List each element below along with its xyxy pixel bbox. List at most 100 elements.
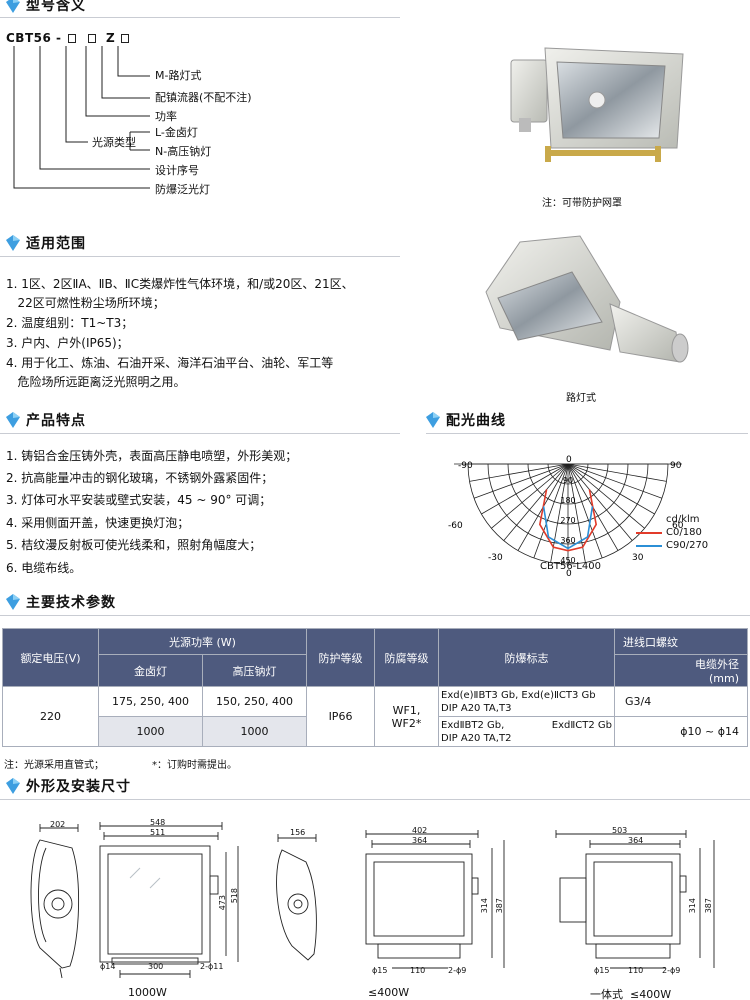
caption-flood: 注：可带防护网罩 bbox=[542, 198, 622, 209]
drawing-caption: 一体式 ≤400W bbox=[590, 988, 672, 1000]
section-curve-header: 配光曲线 bbox=[426, 409, 506, 431]
label-explosion: 防爆泛光灯 bbox=[155, 183, 210, 196]
dim-label: 503 bbox=[612, 826, 628, 835]
scope-item: 1. 1区、2区ⅡA、ⅡB、ⅡC类爆炸性气体环境，和/或20区、21区、 bbox=[6, 277, 354, 291]
polar-spoke bbox=[473, 463, 569, 499]
feature-item: 3. 灯体可水平安装或壁式安装，45 ~ 90° 可调； bbox=[6, 493, 272, 507]
section-dimensions-header: 外形及安装尺寸 bbox=[6, 775, 131, 797]
gem-icon bbox=[6, 412, 20, 428]
th-voltage: 额定电压(V) bbox=[2, 628, 99, 687]
dim-label: 387 bbox=[495, 898, 504, 914]
polar-spoke bbox=[567, 463, 655, 515]
model-prefix: CBT56 - bbox=[6, 31, 62, 45]
model-tree-lines bbox=[13, 46, 150, 189]
code-box bbox=[68, 34, 77, 43]
polar-angle-label: -90 bbox=[458, 461, 473, 471]
dim-label: 364 bbox=[412, 836, 428, 845]
feature-item: 6. 电缆布线。 bbox=[6, 561, 82, 575]
feature-item: 1. 铸铝合金压铸外壳，表面高压静电喷塑，外形美观； bbox=[6, 449, 298, 463]
gem-icon bbox=[6, 0, 20, 13]
section-title: 产品特点 bbox=[26, 413, 86, 429]
legend-swatch bbox=[636, 531, 662, 534]
street-light-image bbox=[485, 235, 689, 363]
spec-table: 额定电压(V) 光源功率 (W) 防护等级 防腐等级 防爆标志 进线口螺纹 金卤… bbox=[2, 628, 748, 747]
cell-sodium-top: 150, 250, 400 bbox=[202, 686, 307, 717]
gem-icon bbox=[6, 235, 20, 251]
dim-label: 202 bbox=[50, 820, 66, 829]
label-m: M-路灯式 bbox=[155, 69, 202, 82]
divider bbox=[0, 433, 400, 434]
polar-series-0 bbox=[538, 489, 598, 552]
section-title: 适用范围 bbox=[26, 236, 86, 252]
polar-angle-label: 0 bbox=[566, 569, 572, 577]
dim-label: 402 bbox=[412, 826, 428, 835]
th-cable: 电缆外径 (mm) bbox=[614, 654, 748, 687]
dim-label: 364 bbox=[628, 836, 644, 845]
corrosion-1: WF1, bbox=[392, 703, 421, 717]
dim-label: ϕ15 bbox=[594, 966, 610, 975]
polar-spoke bbox=[469, 463, 569, 482]
polar-series-1 bbox=[542, 506, 594, 550]
gem-icon bbox=[6, 594, 20, 610]
drawing-front-400w bbox=[365, 830, 505, 969]
polar-spoke bbox=[491, 463, 569, 529]
polar-angle-label: 30 bbox=[632, 553, 644, 563]
dim-label: 511 bbox=[150, 828, 166, 837]
feature-item: 2. 抗高能量冲击的钢化玻璃，不锈钢外露紧固件； bbox=[6, 471, 274, 485]
th-power: 光源功率 (W) bbox=[98, 628, 307, 655]
label-power: 功率 bbox=[155, 110, 177, 123]
dim-label: 387 bbox=[704, 898, 713, 914]
th-sodium: 高压钠灯 bbox=[202, 654, 307, 687]
label-source-type: 光源类型 bbox=[92, 136, 136, 149]
ex-line: DIP A20 TA,T2 bbox=[441, 732, 512, 744]
section-title: 主要技术参数 bbox=[26, 595, 116, 611]
drawing-front-1000w bbox=[99, 822, 239, 978]
cell-metal-top: 175, 250, 400 bbox=[98, 686, 203, 717]
label-n: N-高压钠灯 bbox=[155, 145, 212, 158]
gem-icon bbox=[426, 412, 440, 428]
label-l: L-金卤灯 bbox=[155, 126, 198, 139]
cell-thread: G3/4 bbox=[614, 686, 748, 717]
dim-label: 473 bbox=[218, 895, 227, 911]
dim-label: 518 bbox=[230, 888, 239, 904]
polar-spoke bbox=[567, 463, 663, 499]
dim-label: 300 bbox=[148, 962, 164, 971]
dim-label: 156 bbox=[290, 828, 306, 837]
cell-ex-top: Exd(e)ⅡBT3 Gb, Exd(e)ⅡCT3 Gb DIP A20 TA,… bbox=[438, 686, 615, 717]
ex-line-row: ExdⅡBT2 Gb, ExdⅡCT2 Gb bbox=[441, 719, 612, 732]
cell-corrosion: WF1, WF2* bbox=[374, 686, 439, 747]
model-code: CBT56 - Z bbox=[6, 31, 130, 45]
section-title: 型号含义 bbox=[26, 0, 86, 14]
scope-item: 4. 用于化工、炼油、石油开采、海洋石油平台、油轮、军工等 bbox=[6, 356, 334, 370]
code-box bbox=[88, 34, 97, 43]
divider bbox=[0, 615, 750, 616]
legend-swatch bbox=[636, 544, 662, 547]
polar-ring-label: 450 bbox=[560, 556, 575, 565]
dimension-drawings bbox=[30, 822, 715, 979]
dim-label: ϕ15 bbox=[372, 966, 388, 975]
section-title: 配光曲线 bbox=[446, 413, 506, 429]
table-note-1: 注：光源采用直管式； bbox=[4, 760, 104, 771]
drawing-integrated-400w bbox=[555, 830, 715, 969]
scope-item: 2. 温度组别：T1~T3； bbox=[6, 316, 134, 330]
dim-label: 2-ϕ9 bbox=[448, 966, 467, 975]
drawing-side-1000w bbox=[30, 824, 79, 979]
table-note-2: *：订购时需提出。 bbox=[152, 760, 237, 771]
section-title: 外形及安装尺寸 bbox=[26, 779, 131, 795]
th-thread: 进线口螺纹 bbox=[614, 628, 748, 655]
cell-ip: IP66 bbox=[306, 686, 375, 747]
feature-item: 5. 桔纹漫反射板可使光线柔和，照射角幅度大； bbox=[6, 538, 262, 552]
divider bbox=[0, 799, 750, 800]
legend-c90: C90/270 bbox=[636, 540, 708, 551]
scope-item: 3. 户内、户外(IP65)； bbox=[6, 336, 129, 350]
ex-line: ExdⅡBT2 Gb, bbox=[441, 719, 505, 731]
ex-line: DIP A20 TA,T3 bbox=[441, 702, 512, 714]
feature-item: 4. 采用侧面开盖，快速更换灯泡； bbox=[6, 516, 190, 530]
dim-label: 2-ϕ11 bbox=[200, 962, 224, 971]
divider bbox=[0, 17, 400, 18]
dim-label: 548 bbox=[150, 818, 166, 827]
polar-model: CBT56-L400 bbox=[540, 561, 601, 572]
gem-icon bbox=[6, 778, 20, 794]
th-corrosion: 防腐等级 bbox=[374, 628, 439, 687]
divider bbox=[426, 433, 748, 434]
